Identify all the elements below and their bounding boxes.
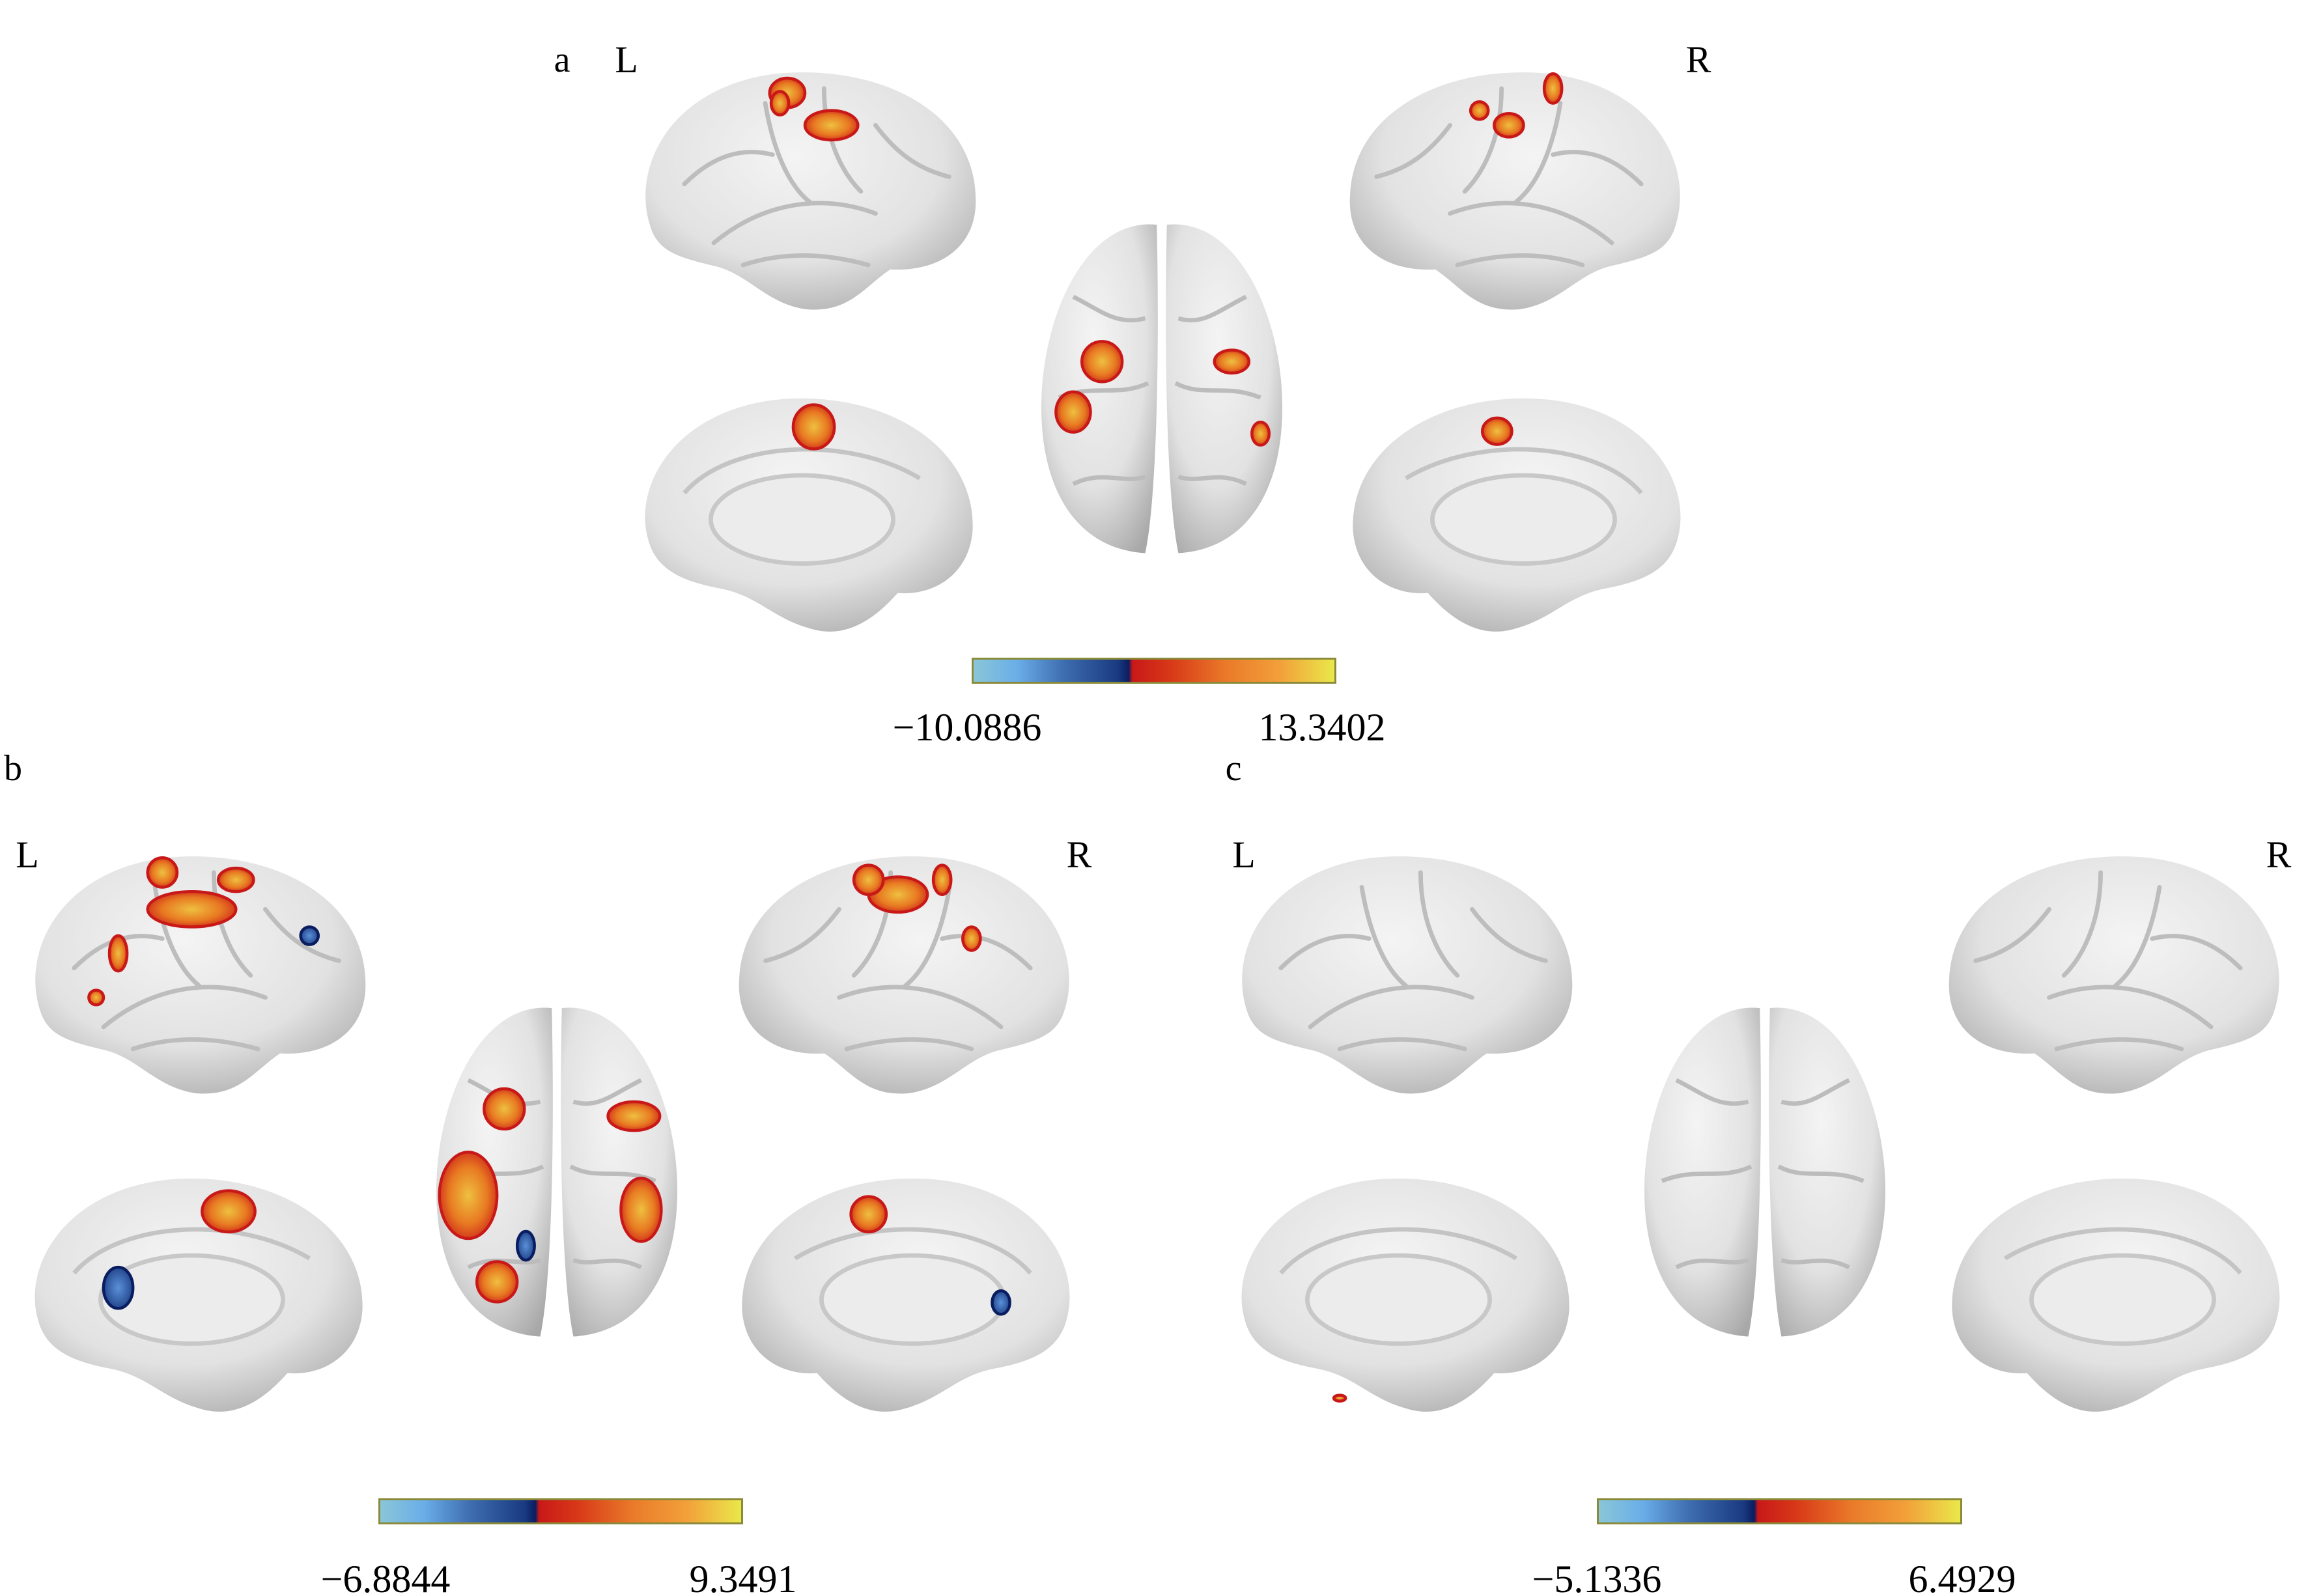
positive-activation-blob — [769, 90, 791, 117]
panel-a-left-label: L — [615, 38, 638, 81]
positive-activation-blob — [1332, 1393, 1347, 1403]
panel-a-right-lateral-brain — [1349, 72, 1680, 310]
panel-a-colorbar-min: −10.0886 — [892, 706, 1042, 749]
panel-b-right-medial-brain — [742, 1178, 1070, 1412]
positive-activation-blob — [803, 109, 860, 142]
positive-activation-blob — [201, 1189, 257, 1234]
positive-activation-blob — [1250, 420, 1271, 447]
positive-activation-blob — [606, 1100, 662, 1132]
negative-activation-blob — [515, 1229, 536, 1262]
panel-c-left-lateral-brain — [1242, 856, 1573, 1094]
panel-c-right-lateral-brain — [1949, 856, 2279, 1094]
positive-activation-blob — [1213, 348, 1251, 375]
negative-activation-blob — [102, 1265, 135, 1310]
panel-b-left-medial-brain — [35, 1178, 363, 1412]
panel-a-letter: a — [554, 40, 570, 80]
positive-activation-blob — [146, 889, 238, 929]
panel-a-colorbar-max: 13.3402 — [1258, 706, 1386, 749]
positive-activation-blob — [849, 1195, 888, 1234]
panel-c-right-label: R — [2266, 833, 2292, 876]
positive-activation-blob — [1493, 112, 1525, 139]
positive-activation-blob — [619, 1176, 663, 1243]
positive-activation-blob — [146, 856, 179, 889]
panel-a-left-lateral-brain — [645, 72, 976, 310]
positive-activation-blob — [107, 934, 129, 973]
panel-a-right-medial-brain — [1353, 398, 1681, 632]
positive-activation-blob — [438, 1151, 499, 1240]
panel-b-left-label: L — [16, 833, 39, 876]
panel-c-left-medial-brain — [1241, 1178, 1569, 1412]
panel-c-letter: c — [1225, 748, 1242, 789]
panel-a-left-medial-brain — [645, 398, 973, 632]
positive-activation-blob — [1480, 416, 1513, 446]
positive-activation-blob — [931, 863, 953, 897]
panel-b-colorbar-max: 9.3491 — [689, 1558, 797, 1596]
panel-b-right-label: R — [1066, 833, 1092, 876]
panel-b-colorbar-min: −6.8844 — [320, 1558, 451, 1596]
panel-b-dorsal-brain — [436, 1007, 677, 1337]
positive-activation-blob — [1542, 72, 1564, 105]
positive-activation-blob — [852, 863, 885, 897]
positive-activation-blob — [791, 403, 836, 451]
panel-c-dorsal-brain — [1644, 1007, 1885, 1337]
positive-activation-blob — [483, 1087, 526, 1131]
panel-c-left-label: L — [1232, 833, 1256, 876]
negative-activation-blob — [299, 925, 320, 946]
panel-a-colorbar — [972, 658, 1336, 684]
panel-c-colorbar — [1597, 1498, 1962, 1524]
positive-activation-blob — [216, 866, 255, 893]
panel-b-letter: b — [4, 748, 22, 789]
panel-c-right-medial-brain — [1952, 1178, 2280, 1412]
panel-b-left-lateral-brain — [35, 856, 366, 1094]
positive-activation-blob — [1469, 100, 1490, 121]
negative-activation-blob — [991, 1289, 1011, 1316]
panel-a-dorsal-brain — [1041, 224, 1282, 553]
panel-a-right-label: R — [1685, 38, 1711, 81]
panel-c-colorbar-max: 6.4929 — [1908, 1558, 2016, 1596]
positive-activation-blob — [1054, 390, 1092, 434]
panel-b-colorbar — [378, 1498, 743, 1524]
positive-activation-blob — [961, 925, 982, 952]
positive-activation-blob — [87, 988, 106, 1007]
positive-activation-blob — [1080, 340, 1124, 384]
positive-activation-blob — [475, 1260, 519, 1304]
panel-c-colorbar-min: −5.1336 — [1532, 1558, 1662, 1596]
panel-b-right-lateral-brain — [739, 856, 1069, 1094]
